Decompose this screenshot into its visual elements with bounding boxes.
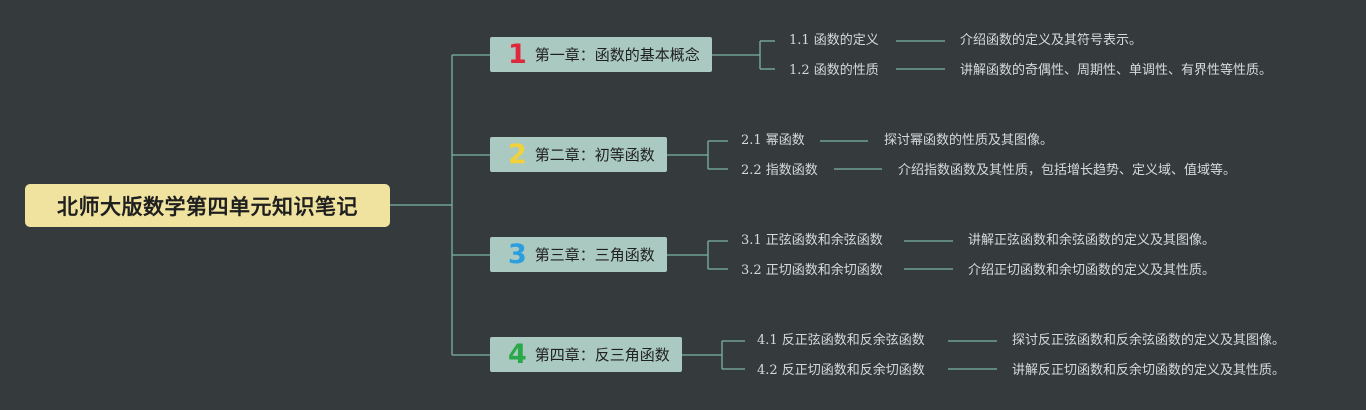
section-2-1-title[interactable]: 2.1 幂函数 [741,133,805,148]
chapter-1-node[interactable]: 1 第一章：函数的基本概念 [490,37,712,72]
chapter-number-2: 2 [508,139,527,170]
section-3-1-title[interactable]: 3.1 正弦函数和余弦函数 [741,233,883,248]
section-1-2-title[interactable]: 1.2 函数的性质 [789,63,879,78]
section-3-2-title[interactable]: 3.2 正切函数和余切函数 [741,263,883,278]
section-2-1-desc: 探讨幂函数的性质及其图像。 [884,133,1054,148]
section-4-1-desc: 探讨反正弦函数和反余弦函数的定义及其图像。 [1012,333,1286,348]
chapter-2-label: 第二章：初等函数 [534,146,655,164]
chapter-2-node[interactable]: 2 第二章：初等函数 [490,137,667,172]
chapter-number-3: 3 [508,239,527,270]
chapter-4-label: 第四章：反三角函数 [534,346,670,364]
section-3-1-desc: 讲解正弦函数和余弦函数的定义及其图像。 [968,233,1216,248]
section-4-2-title[interactable]: 4.2 反正切函数和反余切函数 [757,363,925,378]
root-node[interactable]: 北师大版数学第四单元知识笔记 [25,184,390,227]
section-2-2-title[interactable]: 2.2 指数函数 [741,163,818,178]
chapter-number-4: 4 [508,339,527,370]
chapter-number-1: 1 [508,39,527,70]
section-4-1-title[interactable]: 4.1 反正弦函数和反余弦函数 [757,333,925,348]
section-2-2-desc: 介绍指数函数及其性质，包括增长趋势、定义域、值域等。 [898,163,1237,178]
section-3-2-desc: 介绍正切函数和余切函数的定义及其性质。 [968,263,1216,278]
section-4-2-desc: 讲解反正切函数和反余切函数的定义及其性质。 [1012,363,1286,378]
chapter-3-label: 第三章：三角函数 [534,246,655,264]
section-1-2-desc: 讲解函数的奇偶性、周期性、单调性、有界性等性质。 [960,63,1273,78]
chapter-1-label: 第一章：函数的基本概念 [534,46,700,64]
chapter-3-node[interactable]: 3 第三章：三角函数 [490,237,667,272]
section-1-1-desc: 介绍函数的定义及其符号表示。 [960,33,1143,48]
section-1-1-title[interactable]: 1.1 函数的定义 [789,33,879,48]
chapter-4-node[interactable]: 4 第四章：反三角函数 [490,337,682,372]
